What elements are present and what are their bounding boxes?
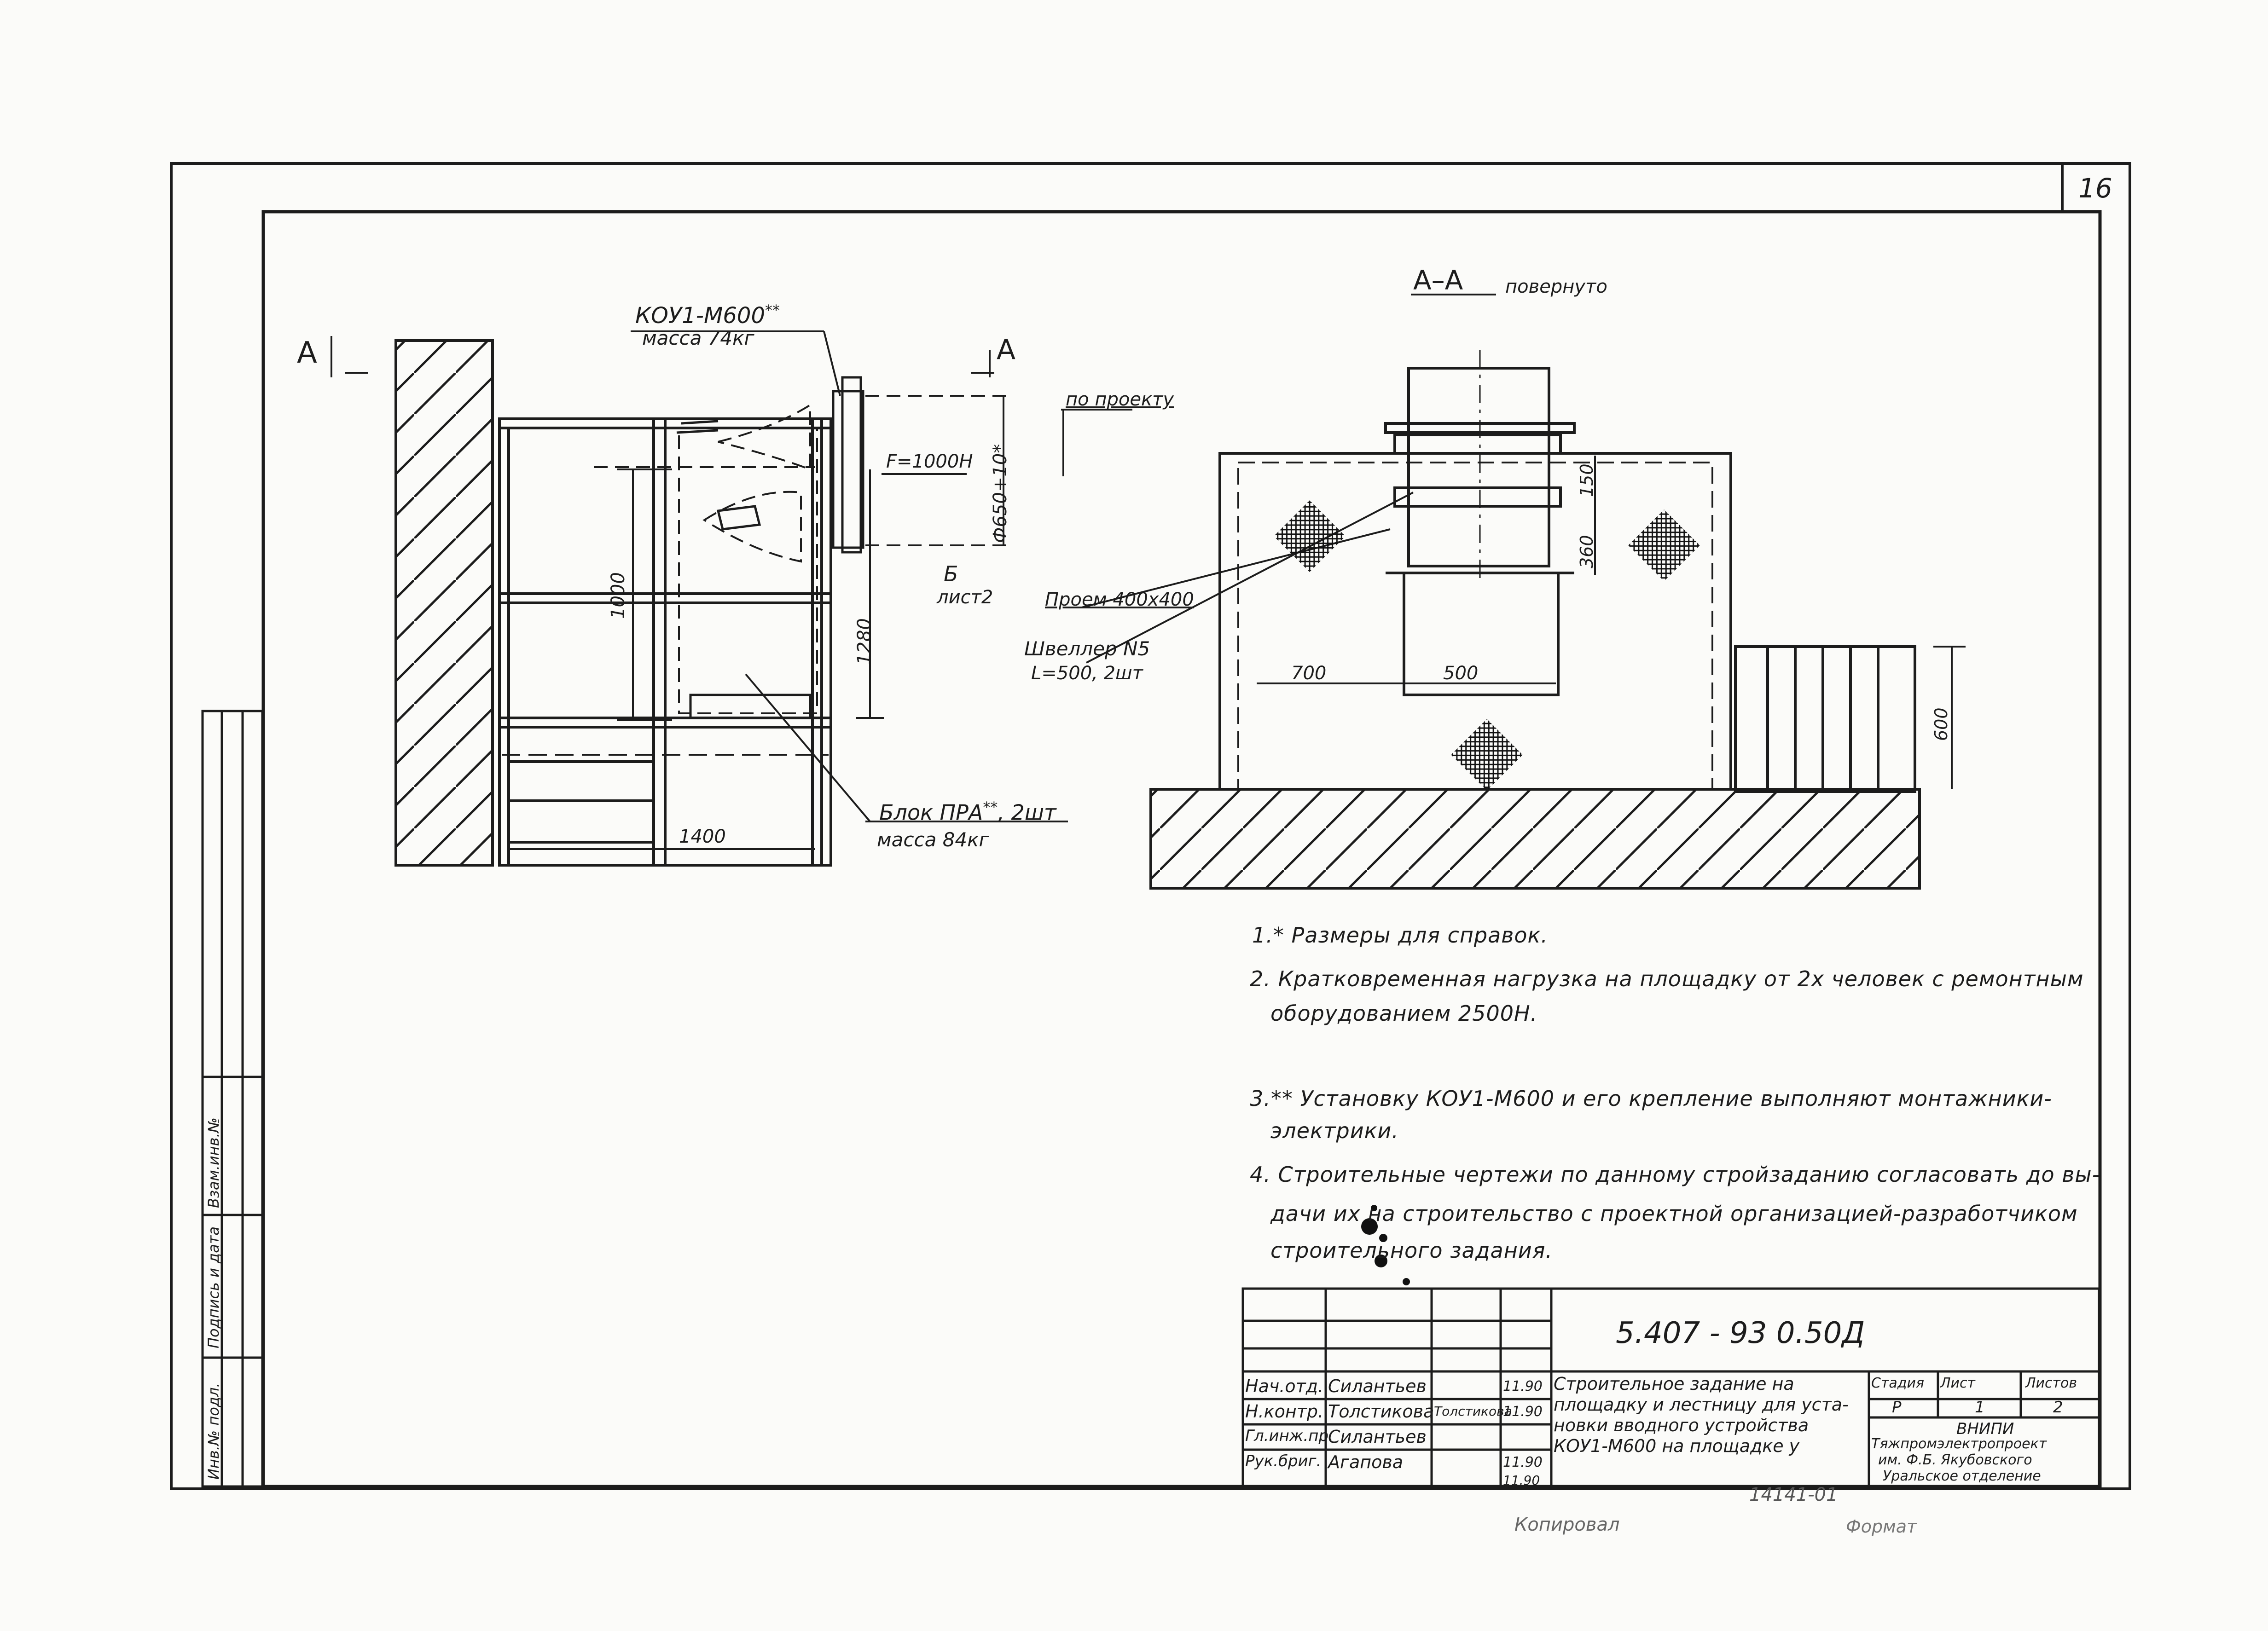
staff-name-4: Агапова xyxy=(1328,1452,1404,1472)
device-name: КОУ1-М600 xyxy=(635,303,765,329)
dim-600: 600 xyxy=(1931,707,1951,741)
dim-1400: 1400 xyxy=(679,826,726,847)
staff-sign-2: Толстикова xyxy=(1434,1404,1512,1419)
foundation-hatch xyxy=(1149,788,1921,890)
dim-1000: 1000 xyxy=(608,572,629,619)
staff-date-5: 11.90 xyxy=(1503,1473,1540,1488)
dim-1280: 1280 xyxy=(854,618,875,665)
platform-frame xyxy=(498,417,832,867)
channel-qty: L=500, 2шт xyxy=(1031,663,1143,684)
device-star: ** xyxy=(765,301,780,319)
wall-hatch xyxy=(394,339,494,867)
per-project-label: по проекту xyxy=(1066,389,1174,410)
dim-650: Ф650+10* xyxy=(990,444,1011,543)
note-1: 1.* Размеры для справок. xyxy=(1252,923,1548,948)
staff-role-4: Рук.бриг. xyxy=(1245,1452,1322,1470)
doc-code: 5.407 - 93 0.50Д xyxy=(1616,1316,1865,1350)
staff-date-4: 11.90 xyxy=(1503,1454,1543,1470)
staff-name-1: Силантьев xyxy=(1328,1376,1427,1396)
title-line-2: площадку и лестницу для уста- xyxy=(1554,1394,1849,1415)
staff-date-2: 11.90 xyxy=(1503,1404,1543,1420)
org-line-4: Уральское отделение xyxy=(1883,1468,2041,1484)
left-view xyxy=(331,330,1132,867)
view-b-label: Б xyxy=(944,561,958,586)
sheet-number: 16 xyxy=(2078,173,2112,204)
footer-copy: Копировал xyxy=(1514,1514,1620,1535)
block-star: ** xyxy=(983,798,998,816)
title-block xyxy=(1241,1287,2100,1488)
org-line-1: ВНИПИ xyxy=(1956,1420,2014,1438)
title-line-3: новки вводного устройства xyxy=(1554,1415,1809,1435)
dim-700: 700 xyxy=(1291,663,1327,684)
note-4: 4. Строительные чертежи по данному строй… xyxy=(1250,1162,2100,1187)
side-stamp xyxy=(201,710,264,1488)
staff-role-1: Нач.отд. xyxy=(1245,1376,1324,1396)
sheet-value: 1 xyxy=(1975,1398,1985,1417)
view-b-sheet: лист2 xyxy=(937,587,993,608)
note-4-cont-1: дачи их на строительство с проектной орг… xyxy=(1270,1201,2078,1226)
stamp-replace-inv: Взам.инв.№ xyxy=(205,1117,222,1208)
block-qty: , 2шт xyxy=(998,800,1056,825)
stage-value: Р xyxy=(1892,1398,1902,1417)
staff-name-3: Силантьев xyxy=(1328,1427,1427,1447)
inventory-number: 14141-01 xyxy=(1749,1484,1838,1505)
note-3: 3.** Установку КОУ1-М600 и его крепление… xyxy=(1250,1086,2052,1111)
stamp-sign-date: Подпись и дата xyxy=(205,1226,222,1348)
dim-150: 150 xyxy=(1577,463,1597,497)
cut-mark-right: А xyxy=(997,334,1016,366)
staff-role-2: Н.контр. xyxy=(1245,1401,1324,1422)
block-label: Блок ПРА**, 2шт xyxy=(879,798,1056,825)
dim-500: 500 xyxy=(1443,663,1479,684)
staff-name-2: Толстикова xyxy=(1328,1401,1434,1422)
footer-format: Формат xyxy=(1846,1516,1917,1537)
cut-mark-left: А xyxy=(297,336,317,370)
section-title: А–А xyxy=(1413,265,1463,296)
block-mass: масса 84кг xyxy=(877,828,989,851)
section-a-a xyxy=(1081,294,1966,890)
section-title-note: повернуто xyxy=(1505,276,1607,297)
note-4-cont-2: строительного задания. xyxy=(1270,1238,1553,1263)
note-2-cont: оборудованием 2500Н. xyxy=(1270,1001,1538,1026)
staff-date-1: 11.90 xyxy=(1503,1378,1543,1394)
opening-label: Проем 400х400 xyxy=(1045,589,1194,610)
stage-header: Стадия xyxy=(1871,1375,1925,1391)
force-label: F=1000Н xyxy=(886,451,973,472)
ink-blot xyxy=(1361,1205,1410,1285)
title-line-1: Строительное задание на xyxy=(1554,1374,1794,1394)
title-line-4: КОУ1-М600 на площадке у xyxy=(1554,1436,1800,1456)
device-mass: масса 74кг xyxy=(642,327,754,349)
org-line-3: им. Ф.Б. Якубовского xyxy=(1878,1452,2032,1468)
dim-360: 360 xyxy=(1577,535,1597,568)
block-name: Блок ПРА xyxy=(879,800,983,825)
note-2: 2. Кратковременная нагрузка на площадку … xyxy=(1250,966,2084,991)
stamp-inv-number: Инв.№ подл. xyxy=(205,1382,222,1480)
sheet-header: Лист xyxy=(1940,1375,1976,1391)
note-3-cont: электрики. xyxy=(1270,1118,1399,1143)
org-line-2: Тяжпромэлектропроект xyxy=(1871,1436,2047,1452)
device-label: КОУ1-М600** xyxy=(635,301,780,329)
sheets-header: Листов xyxy=(2025,1375,2077,1391)
channel-label: Швеллер N5 xyxy=(1024,637,1150,660)
staff-role-3: Гл.инж.пр. xyxy=(1245,1427,1334,1445)
sheets-value: 2 xyxy=(2053,1398,2063,1417)
